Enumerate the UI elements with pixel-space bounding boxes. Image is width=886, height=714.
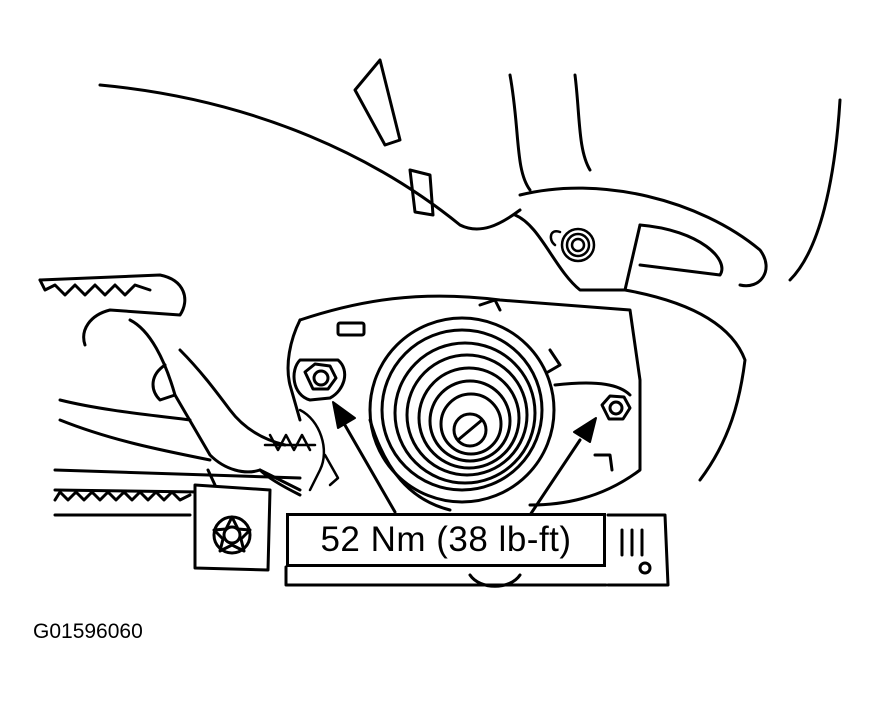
clock-spring <box>368 316 562 512</box>
pedal-arm <box>38 273 302 497</box>
figure-id-label: G01596060 <box>33 620 143 643</box>
left-nut <box>292 358 347 402</box>
extension-spring <box>263 408 340 492</box>
right-lower-bracket <box>284 513 670 588</box>
torque-arrows <box>332 401 597 517</box>
bracket-plate <box>286 294 642 507</box>
torque-spec-callout: 52 Nm (38 lb-ft) <box>286 513 606 567</box>
torque-spec-label: 52 Nm (38 lb-ft) <box>320 520 572 559</box>
right-nut <box>600 394 632 421</box>
return-spring-coil <box>549 227 596 263</box>
body-panel <box>98 58 842 482</box>
ratchet-rail <box>53 398 302 517</box>
mounting-clip <box>193 468 272 572</box>
